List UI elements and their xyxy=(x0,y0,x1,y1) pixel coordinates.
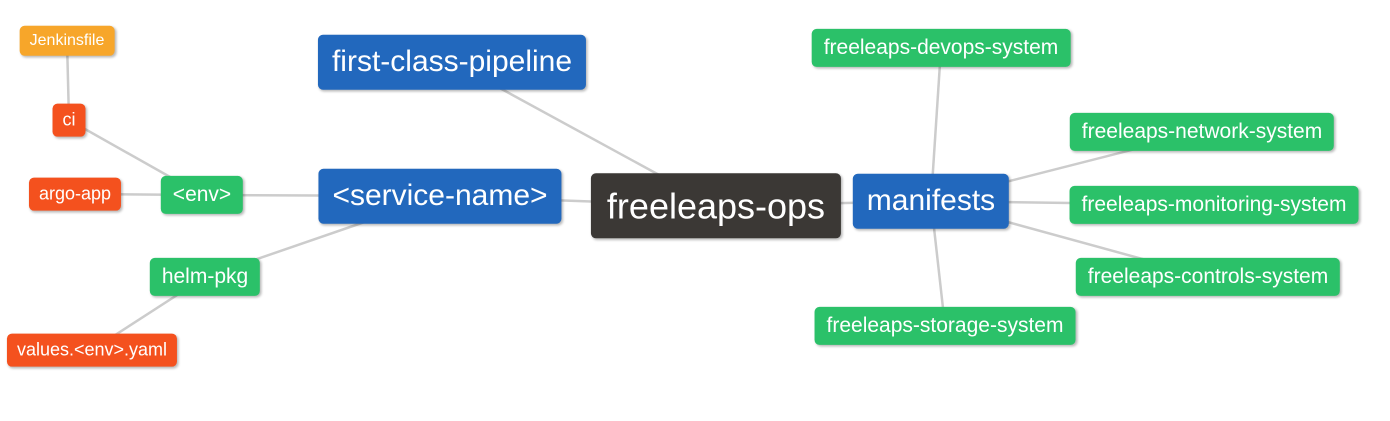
node-freeleaps-monitoring-system[interactable]: freeleaps-monitoring-system xyxy=(1069,185,1359,225)
node-freeleaps-controls-system[interactable]: freeleaps-controls-system xyxy=(1075,257,1341,297)
node-env[interactable]: <env> xyxy=(160,175,244,215)
node-freeleaps-ops[interactable]: freeleaps-ops xyxy=(590,173,842,239)
node-helm-pkg[interactable]: helm-pkg xyxy=(149,257,261,297)
node-jenkinsfile[interactable]: Jenkinsfile xyxy=(19,25,115,57)
node-argo-app[interactable]: argo-app xyxy=(28,177,122,211)
node-freeleaps-network-system[interactable]: freeleaps-network-system xyxy=(1069,112,1335,152)
node-manifests[interactable]: manifests xyxy=(852,173,1010,229)
node-ci[interactable]: ci xyxy=(52,103,86,137)
node-freeleaps-storage-system[interactable]: freeleaps-storage-system xyxy=(814,306,1076,346)
node-freeleaps-devops-system[interactable]: freeleaps-devops-system xyxy=(811,28,1071,68)
node-values-env-yaml[interactable]: values.<env>.yaml xyxy=(6,333,178,367)
node-first-class-pipeline[interactable]: first-class-pipeline xyxy=(317,34,587,90)
node-service-name[interactable]: <service-name> xyxy=(318,168,562,224)
